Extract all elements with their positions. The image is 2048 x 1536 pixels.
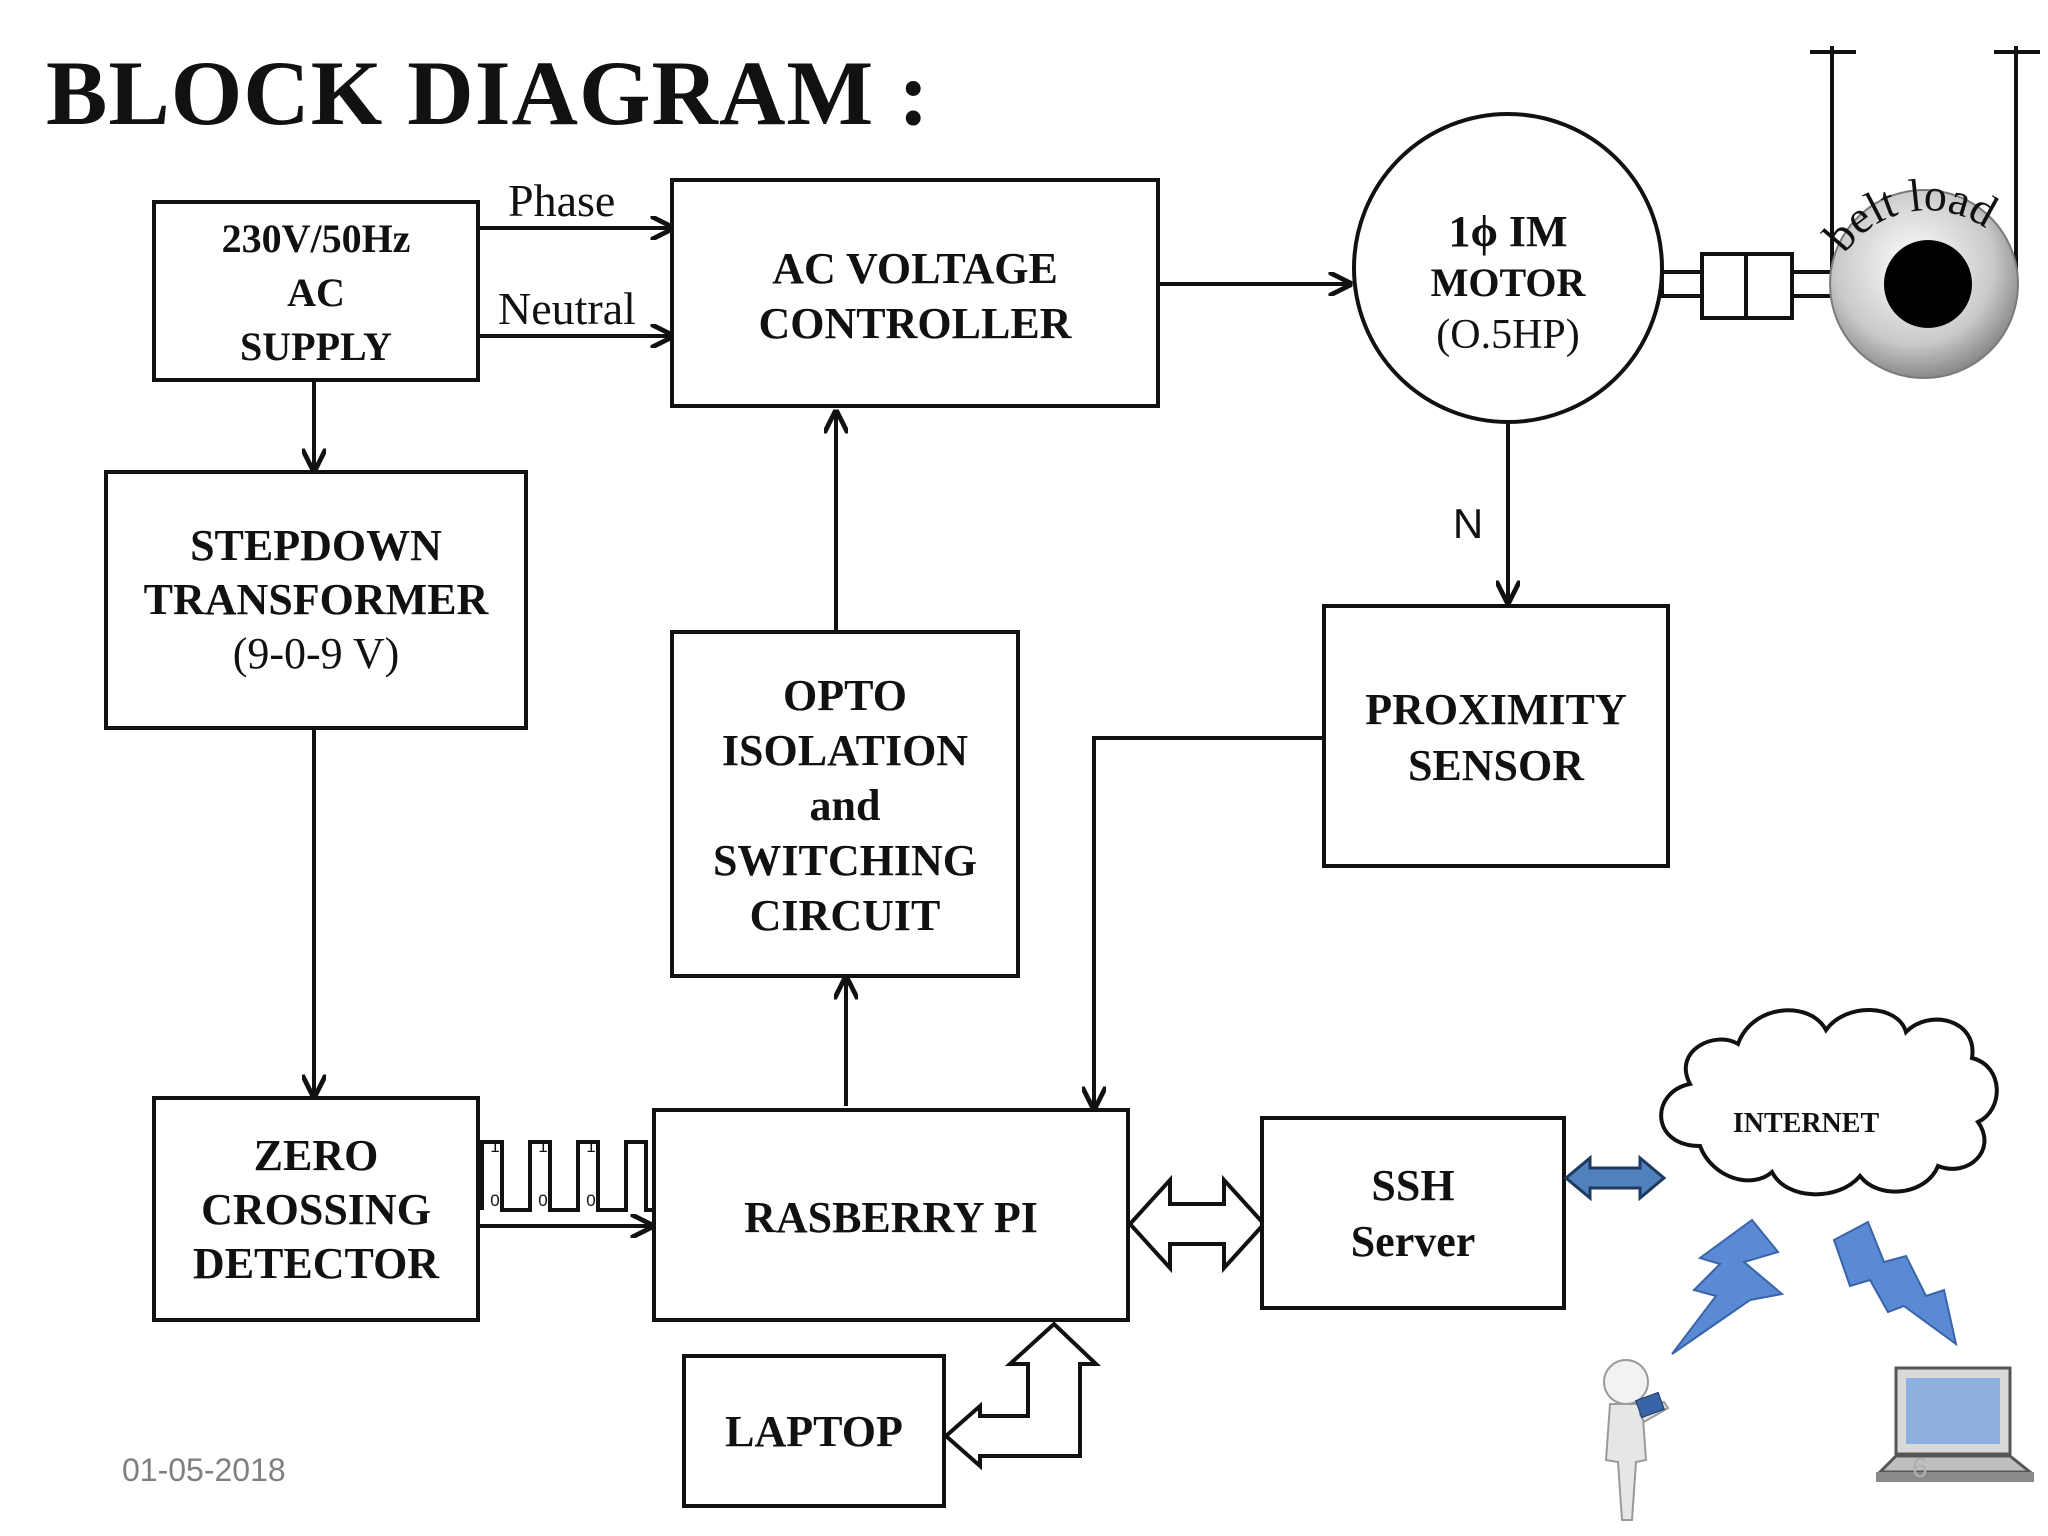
pulse-bit: 1 xyxy=(586,1137,595,1156)
block-label: PROXIMITY xyxy=(1365,685,1627,734)
pi-ssh-double-arrow xyxy=(1127,1174,1267,1274)
block-label: RASBERRY PI xyxy=(744,1193,1038,1242)
ssh-server-block: SSH Server xyxy=(1260,1116,1566,1310)
block-label: 230V/50Hz xyxy=(222,216,411,261)
ssh-internet-double-arrow xyxy=(1563,1154,1667,1202)
internet-label: INTERNET xyxy=(1733,1108,1880,1139)
page-title: BLOCK DIAGRAM : xyxy=(46,42,930,144)
proximity-sensor-block: PROXIMITY SENSOR xyxy=(1322,604,1670,868)
block-label: AC VOLTAGE xyxy=(772,244,1058,293)
block-label: CROSSING xyxy=(201,1185,431,1234)
belt-load-assembly: belt load xyxy=(1660,46,2040,379)
internet-cloud: INTERNET xyxy=(1659,1008,1999,1197)
slide-number: 6 xyxy=(1912,1452,1928,1483)
motor-block: 1ϕ IM MOTOR (O.5HP) xyxy=(1352,112,1664,424)
laptop-block: LAPTOP xyxy=(682,1354,946,1508)
connections xyxy=(314,228,1508,1226)
block-label: AC xyxy=(287,270,345,315)
person-tablet-icon xyxy=(1603,1359,1670,1521)
block-label: ZERO xyxy=(254,1131,379,1180)
ac-supply-block: 230V/50Hz AC SUPPLY xyxy=(152,200,480,382)
block-label: SENSOR xyxy=(1408,741,1585,790)
cloud-icon xyxy=(1659,1008,1999,1197)
block-label: (O.5HP) xyxy=(1436,312,1580,358)
block-label: ISOLATION xyxy=(722,726,968,775)
block-label: STEPDOWN xyxy=(190,521,442,570)
stepdown-transformer-block: STEPDOWN TRANSFORMER (9-0-9 V) xyxy=(104,470,528,730)
block-label: 1ϕ IM xyxy=(1448,207,1567,256)
block-label: CIRCUIT xyxy=(750,891,941,940)
block-label: TRANSFORMER xyxy=(144,575,490,624)
block-label: and xyxy=(810,781,881,830)
block-label: SWITCHING xyxy=(713,836,977,885)
block-label: DETECTOR xyxy=(193,1239,440,1288)
block-label: LAPTOP xyxy=(725,1407,903,1456)
block-label: CONTROLLER xyxy=(759,299,1073,348)
speed-label: N xyxy=(1453,500,1483,547)
pulse-bit: 0 xyxy=(586,1191,595,1210)
block-label: Server xyxy=(1351,1217,1476,1266)
block-label: (9-0-9 V) xyxy=(233,629,400,678)
opto-isolation-block: OPTO ISOLATION and SWITCHING CIRCUIT xyxy=(670,630,1020,978)
pulse-bit: 0 xyxy=(490,1191,499,1210)
pulse-bit: 1 xyxy=(538,1137,547,1156)
pulse-waveform: 1 0 1 0 1 0 xyxy=(480,1137,652,1212)
zero-crossing-detector-block: ZERO CROSSING DETECTOR xyxy=(152,1096,480,1322)
laptop-icon xyxy=(1876,1366,2035,1482)
block-label: MOTOR xyxy=(1431,260,1587,305)
ac-voltage-controller-block: AC VOLTAGE CONTROLLER xyxy=(670,178,1160,408)
laptop-pi-double-arrow xyxy=(942,1321,1101,1471)
pulse-bit: 0 xyxy=(538,1191,547,1210)
raspberry-pi-block: RASBERRY PI xyxy=(652,1108,1130,1322)
motor-shaft xyxy=(1660,270,1704,298)
lightning-icon xyxy=(1832,1220,1958,1347)
phase-label: Phase xyxy=(508,175,615,226)
neutral-label: Neutral xyxy=(498,283,636,334)
block-label: SUPPLY xyxy=(240,324,392,369)
block-label: OPTO xyxy=(783,671,907,720)
sensor-to-pi-wire xyxy=(1094,736,1322,1108)
slide-date: 01-05-2018 xyxy=(122,1452,286,1488)
pulse-bit: 1 xyxy=(490,1137,499,1156)
block-label: SSH xyxy=(1371,1161,1454,1210)
lightning-icon xyxy=(1671,1218,1785,1355)
